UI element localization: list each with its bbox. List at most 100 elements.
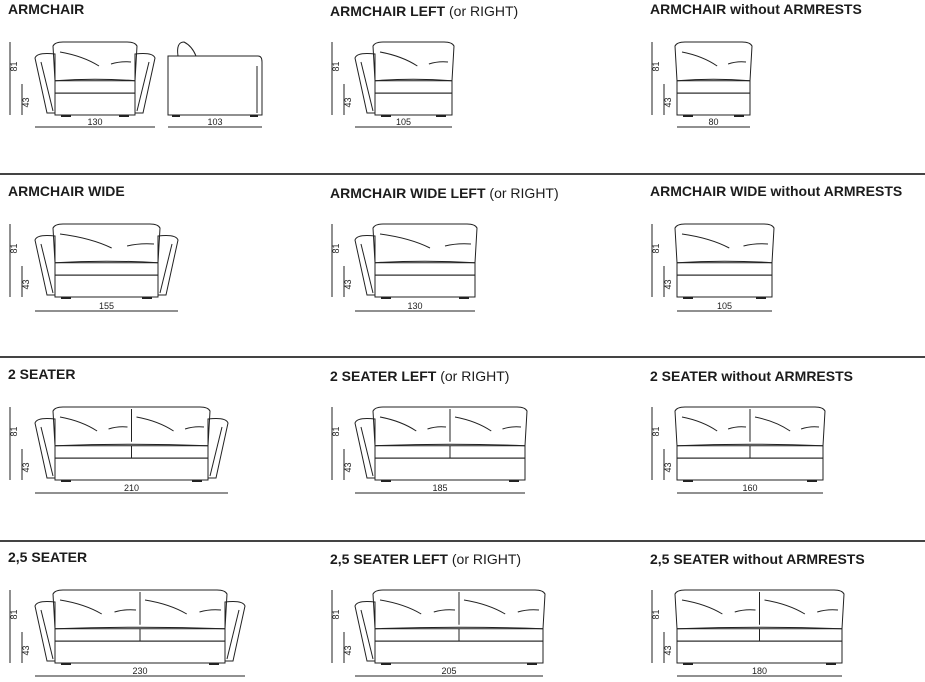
sofa-base [374,274,476,298]
height-value: 81 [331,61,341,71]
seat-cushion [54,78,136,94]
seat-value: 43 [663,279,673,289]
sofa-front-view [354,589,546,665]
height-value: 81 [331,609,341,619]
sofa-front-view [674,589,845,665]
sofa-front-view [34,223,179,299]
width-value: 105 [396,117,411,127]
title-2-5-seater-left: 2,5 SEATER LEFT (or RIGHT) [330,551,522,567]
sofa-base [676,92,751,116]
sofa-back [52,41,138,82]
armrest-left [34,418,56,479]
seat-value: 43 [21,462,31,472]
back-crease [379,416,417,432]
height-value: 81 [651,243,661,253]
back-crease [428,61,449,65]
armrest-left [34,601,56,662]
armrest-right [224,601,246,662]
sofa-back [674,406,826,447]
back-crease [502,426,522,430]
back-crease [754,416,791,432]
back-crease [59,233,112,249]
back-crease [681,599,723,615]
back-crease [184,426,205,430]
armrest-right [134,53,156,114]
armrest-crease [360,61,374,112]
back-crease [800,426,820,430]
width-value: 230 [132,666,147,676]
back-crease [681,233,730,249]
armrest-crease [360,243,374,294]
back-crease [681,51,718,67]
back-crease [59,416,98,432]
back-crease [379,51,418,67]
back-crease [734,609,756,613]
back-crease [743,243,769,247]
title-armchair-wide-left: ARMCHAIR WIDE LEFT (or RIGHT) [330,185,559,201]
back-crease [126,243,155,247]
back-crease [110,61,132,65]
seat-cushion [374,260,476,276]
armrest-crease [40,426,54,477]
sofa-back [372,41,455,82]
sofa-base [676,274,773,298]
sofa-base [54,92,136,116]
back-crease [764,599,806,615]
armrest-left [354,418,376,479]
armrest-left [354,601,376,662]
sofa-base [54,640,226,664]
back-crease [379,599,422,615]
title-2-5-seater-no-arms: 2,5 SEATER without ARMRESTS [650,551,865,567]
armrest-left [34,235,56,296]
width-value: 103 [207,117,222,127]
width-value: 105 [717,301,732,311]
width-value: 160 [742,483,757,493]
width-value: 80 [708,117,718,127]
armrest-crease [40,243,54,294]
section-divider [0,356,925,358]
title-armchair-wide: ARMCHAIR WIDE [8,183,125,199]
armrest-crease [159,243,173,294]
armrest-right [157,235,179,296]
seat-value: 43 [343,97,353,107]
seat-cushion [374,443,526,459]
sofa-front-view [354,41,455,117]
title-2-seater-no-arms: 2 SEATER without ARMRESTS [650,368,853,384]
side-cushion [177,41,197,57]
title-armchair-no-arms: ARMCHAIR without ARMRESTS [650,1,862,17]
seat-value: 43 [21,97,31,107]
back-crease [517,609,540,613]
title-2-5-seater: 2,5 SEATER [8,549,88,565]
seat-cushion [676,626,843,642]
armrest-crease [136,61,150,112]
height-value: 81 [331,426,341,436]
back-crease [379,233,431,249]
armrest-crease [40,609,54,660]
side-body [167,55,263,116]
back-crease [454,416,492,432]
sofa-back [52,406,211,447]
sofa-base [374,92,453,116]
height-value: 81 [651,426,661,436]
sofa-back [52,223,161,264]
sofa-base [676,457,824,481]
seat-value: 43 [663,462,673,472]
seat-value: 43 [663,645,673,655]
back-crease [59,599,103,615]
back-crease [108,426,128,430]
seat-cushion [676,78,751,94]
back-crease [199,609,222,613]
sofa-back [372,589,546,630]
sofa-front-view [354,406,528,482]
width-value: 130 [407,301,422,311]
back-crease [59,51,100,67]
sofa-front-view [674,406,826,482]
armrest-crease [209,426,223,477]
sofa-base [54,274,159,298]
back-crease [727,61,747,65]
title-2-seater-left: 2 SEATER LEFT (or RIGHT) [330,368,510,384]
seat-cushion [374,78,453,94]
sofa-front-view [674,223,775,299]
seat-value: 43 [21,645,31,655]
height-value: 81 [651,61,661,71]
